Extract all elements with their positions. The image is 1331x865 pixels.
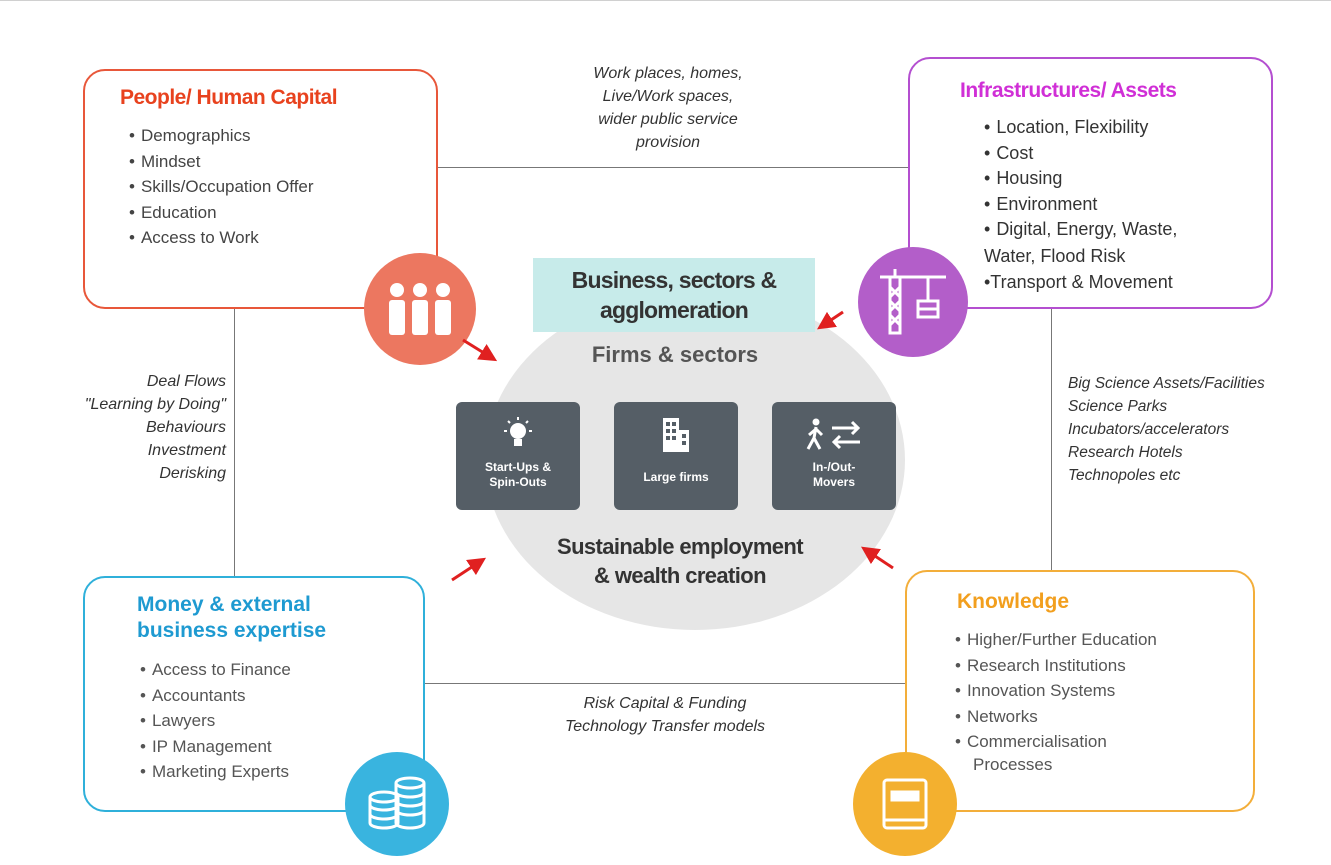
- connector-top: [437, 167, 910, 168]
- building-icon: [614, 416, 738, 454]
- note-line: Technopoles etc: [1068, 467, 1181, 484]
- note-line: Work places, homes,: [593, 65, 743, 82]
- note-line: Research Hotels: [1068, 444, 1183, 461]
- infrastructure-title: Infrastructures/ Assets: [960, 79, 1177, 102]
- tile-label-line: Large firms: [643, 470, 709, 484]
- crane-icon: [858, 247, 968, 357]
- note-bottom: Risk Capital & Funding Technology Transf…: [520, 692, 810, 738]
- arrow-from-infrastructure: [817, 310, 844, 330]
- note-line: Derisking: [159, 465, 226, 482]
- tile-label: Large firms: [618, 470, 734, 485]
- firms-title: Firms & sectors: [591, 342, 759, 367]
- note-line: Deal Flows: [146, 373, 226, 390]
- knowledge-list: Higher/Further Education Research Instit…: [955, 627, 1157, 755]
- list-item: Digital, Energy, Waste,: [984, 217, 1177, 243]
- list-item: Housing: [984, 166, 1177, 192]
- knowledge-box: Knowledge Higher/Further Education Resea…: [905, 570, 1255, 812]
- list-item: Higher/Further Education: [955, 627, 1157, 653]
- arrow-from-money: [451, 557, 487, 582]
- tile-large-firms: Large firms: [614, 402, 738, 510]
- list-item: Demographics: [129, 123, 314, 149]
- money-list: Access to Finance Accountants Lawyers IP…: [140, 657, 291, 785]
- money-title-line2: business expertise: [137, 619, 327, 642]
- people-box: People/ Human Capital Demographics Minds…: [83, 69, 438, 309]
- list-item: Skills/Occupation Offer: [129, 174, 314, 200]
- note-line: Science Parks: [1068, 398, 1168, 415]
- lightbulb-icon: [456, 416, 580, 454]
- infrastructure-item-last: •Transport & Movement: [984, 272, 1173, 292]
- list-item: Cost: [984, 141, 1177, 167]
- banner-line: Business, sectors &: [571, 267, 777, 293]
- tile-startups: Start-Ups & Spin-Outs: [456, 402, 580, 510]
- note-line: Technology Transfer models: [564, 718, 766, 735]
- tile-movers: In-/Out- Movers: [772, 402, 896, 510]
- coins-icon: [345, 752, 449, 856]
- connector-bottom: [425, 683, 905, 684]
- tile-label-line: Spin-Outs: [489, 475, 547, 489]
- connector-right: [1051, 308, 1052, 570]
- tile-label-line: Start-Ups &: [484, 460, 551, 474]
- note-line: Live/Work spaces,: [602, 88, 734, 105]
- connector-left: [234, 308, 235, 576]
- people-icon: [364, 253, 476, 365]
- tile-label-line: In-/Out-: [812, 460, 856, 474]
- sustain-line: & wealth creation: [594, 563, 767, 588]
- note-line: Risk Capital & Funding: [583, 695, 747, 712]
- tile-label: Start-Ups & Spin-Outs: [460, 460, 576, 490]
- note-line: Investment: [147, 442, 226, 459]
- arrow-from-people: [462, 338, 498, 362]
- list-item: Lawyers: [140, 708, 291, 734]
- list-item: IP Management: [140, 734, 291, 760]
- list-item: Commercialisation: [955, 729, 1157, 755]
- list-item: Accountants: [140, 683, 291, 709]
- list-item: Networks: [955, 704, 1157, 730]
- people-list: Demographics Mindset Skills/Occupation O…: [129, 123, 314, 251]
- infrastructure-list: Location, Flexibility Cost Housing Envir…: [984, 115, 1177, 243]
- note-right: Big Science Assets/Facilities Science Pa…: [1068, 372, 1328, 487]
- note-line: provision: [635, 134, 701, 151]
- note-line: Big Science Assets/Facilities: [1068, 375, 1265, 392]
- list-item: Mindset: [129, 149, 314, 175]
- agglomeration-banner: Business, sectors & agglomeration: [533, 258, 815, 332]
- money-title-line1: Money & external: [137, 593, 311, 616]
- knowledge-title: Knowledge: [957, 590, 1070, 613]
- tile-label: In-/Out- Movers: [776, 460, 892, 490]
- list-item: Access to Finance: [140, 657, 291, 683]
- knowledge-item-continuation: Processes: [973, 755, 1053, 774]
- banner-line: agglomeration: [599, 297, 749, 323]
- list-item: Innovation Systems: [955, 678, 1157, 704]
- list-item: Environment: [984, 192, 1177, 218]
- list-item: Location, Flexibility: [984, 115, 1177, 141]
- note-line: Incubators/accelerators: [1068, 421, 1230, 438]
- note-line: wider public service: [598, 111, 738, 128]
- list-item: Research Institutions: [955, 653, 1157, 679]
- note-top: Work places, homes, Live/Work spaces, wi…: [548, 62, 788, 154]
- infrastructure-item-continuation: Water, Flood Risk: [984, 246, 1126, 266]
- top-border: [0, 0, 1331, 1]
- sustain-line: Sustainable employment: [557, 534, 804, 559]
- tile-label-line: Movers: [812, 475, 856, 489]
- note-line: "Learning by Doing": [84, 396, 226, 413]
- note-line: Behaviours: [145, 419, 226, 436]
- list-item: Education: [129, 200, 314, 226]
- sustainable-employment-title: Sustainable employment & wealth creation: [510, 532, 850, 590]
- walker-arrows-icon: [772, 416, 896, 454]
- people-title: People/ Human Capital: [120, 86, 338, 109]
- list-item: Access to Work: [129, 225, 314, 251]
- infrastructure-box: Infrastructures/ Assets Location, Flexib…: [908, 57, 1273, 309]
- list-item: Marketing Experts: [140, 759, 291, 785]
- book-icon: [853, 752, 957, 856]
- note-left: Deal Flows "Learning by Doing" Behaviour…: [20, 370, 226, 485]
